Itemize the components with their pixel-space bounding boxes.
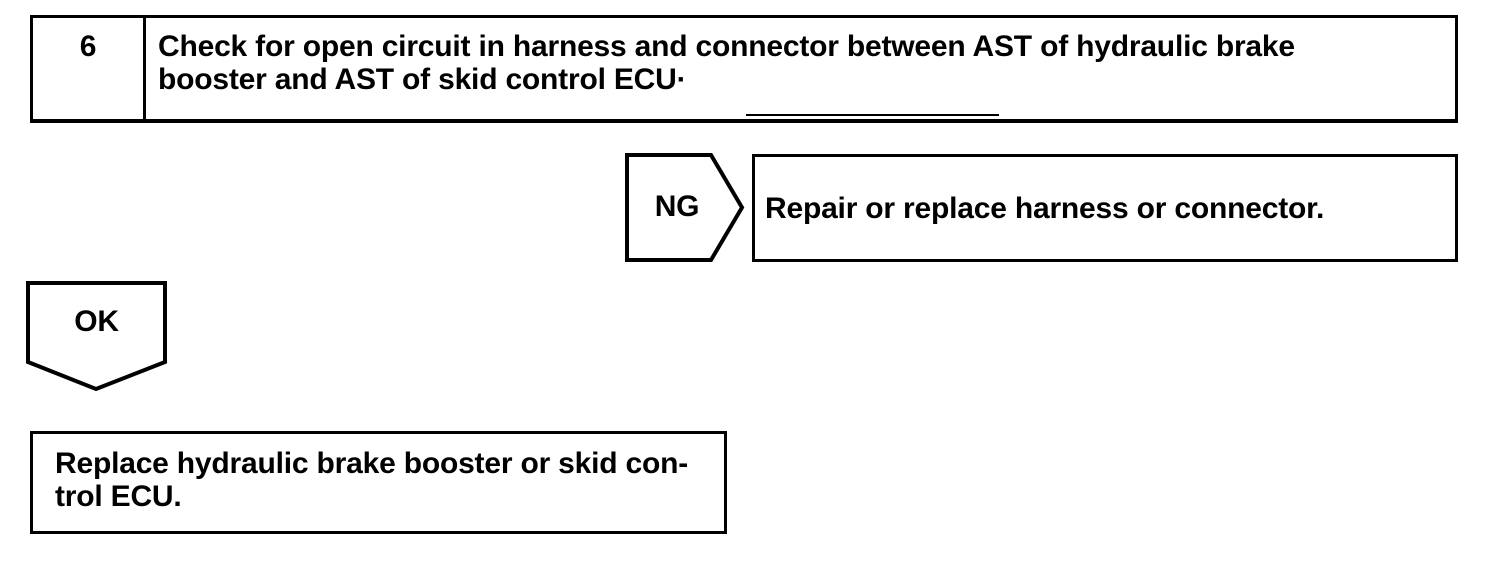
step-number-cell: 6 <box>33 18 146 119</box>
conclusion-line-2: trol ECU. <box>55 480 182 513</box>
ng-label: NG <box>654 190 700 223</box>
ng-connector-shape <box>625 153 745 262</box>
ok-connector-shape <box>26 281 167 392</box>
conclusion-line-1: Replace hydraulic brake booster or skid … <box>55 447 689 480</box>
blank-underline <box>746 114 999 116</box>
ng-action-text: Repair or replace harness or connector. <box>765 191 1325 225</box>
ng-action-box: Repair or replace harness or connector. <box>752 154 1458 262</box>
step-instruction-line-1: Check for open circuit in harness and co… <box>158 30 1295 63</box>
step-instruction-cell: Check for open circuit in harness and co… <box>146 18 1455 119</box>
step-header-table: 6 Check for open circuit in harness and … <box>30 15 1458 123</box>
step-number: 6 <box>79 30 97 63</box>
ok-label: OK <box>74 305 119 338</box>
conclusion-box: Replace hydraulic brake booster or skid … <box>30 431 727 534</box>
step-instruction-line-2: booster and AST of skid control ECU· <box>158 63 687 96</box>
